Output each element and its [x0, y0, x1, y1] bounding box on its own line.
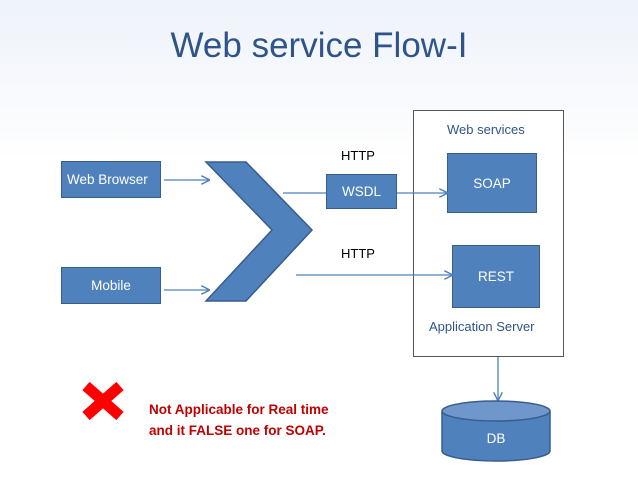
wsdl-box: WSDL: [326, 174, 397, 209]
http-label-top: HTTP: [341, 148, 375, 163]
warning-note-line2: and it FALSE one for SOAP.: [149, 423, 326, 438]
soap-box: SOAP: [447, 153, 537, 213]
red-cross-icon: [82, 381, 124, 421]
application-server-label: Application Server: [429, 319, 535, 334]
application-server-container: [413, 110, 564, 357]
merge-chevron-shape: [204, 161, 314, 302]
db-cylinder-icon: [441, 400, 551, 462]
http-label-bottom: HTTP: [341, 246, 375, 261]
web-services-label: Web services: [447, 122, 525, 137]
page-title: Web service Flow-I: [170, 26, 468, 65]
rest-box: REST: [452, 245, 540, 308]
warning-note: Not Applicable for Real time and it FALS…: [149, 399, 329, 441]
web-browser-box: Web Browser: [61, 161, 161, 198]
db-label: DB: [486, 431, 506, 446]
warning-note-line1: Not Applicable for Real time: [149, 402, 329, 417]
mobile-box: Mobile: [61, 267, 161, 304]
